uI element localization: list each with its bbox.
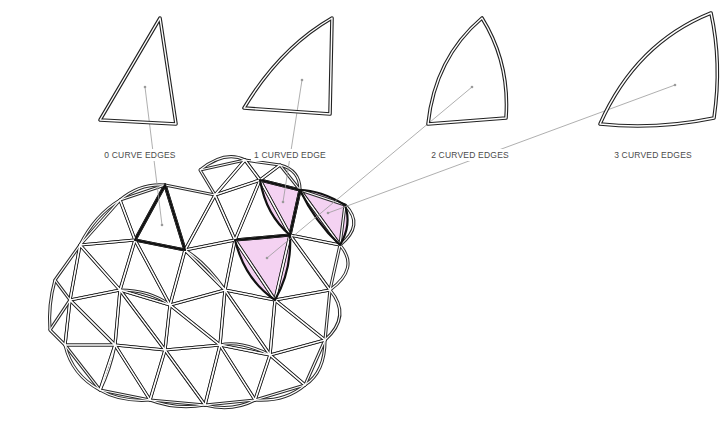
mesh-outline <box>50 157 354 408</box>
panel-type-node: 2 CURVED EDGES <box>400 8 540 159</box>
panel-outline <box>586 8 720 136</box>
caption-row: 3 CURVED EDGES <box>586 144 720 162</box>
panel-outer-line <box>244 18 332 114</box>
panel-caption: 3 CURVED EDGES <box>611 149 695 161</box>
panel-outer-line <box>100 18 176 124</box>
panel-outline <box>230 8 350 136</box>
panel-type-node: 1 CURVED EDGE <box>230 8 350 159</box>
panel-outline <box>80 8 200 136</box>
panel-caption: 1 CURVED EDGE <box>251 149 329 161</box>
panel-type-node: 3 CURVED EDGES <box>586 8 720 159</box>
panel-inner-line <box>600 13 717 126</box>
panel-outer-line <box>428 18 507 124</box>
panel-inner-line <box>244 18 332 114</box>
panel-caption: 2 CURVED EDGES <box>428 149 512 161</box>
caption-row: 1 CURVED EDGE <box>230 144 350 162</box>
panel-type-node: 0 CURVE EDGES <box>80 8 200 159</box>
caption-row: 2 CURVED EDGES <box>400 144 540 162</box>
panel-outline <box>400 8 540 136</box>
highlight-outlines <box>135 180 348 300</box>
panel-inner-line <box>100 18 176 124</box>
leader-lines <box>144 79 677 260</box>
panel-outer-line <box>600 13 717 126</box>
panel-inner-line <box>428 18 507 124</box>
caption-row: 0 CURVE EDGES <box>80 144 200 162</box>
panel-caption: 0 CURVE EDGES <box>101 149 178 161</box>
mesh-inner-line <box>50 157 354 408</box>
